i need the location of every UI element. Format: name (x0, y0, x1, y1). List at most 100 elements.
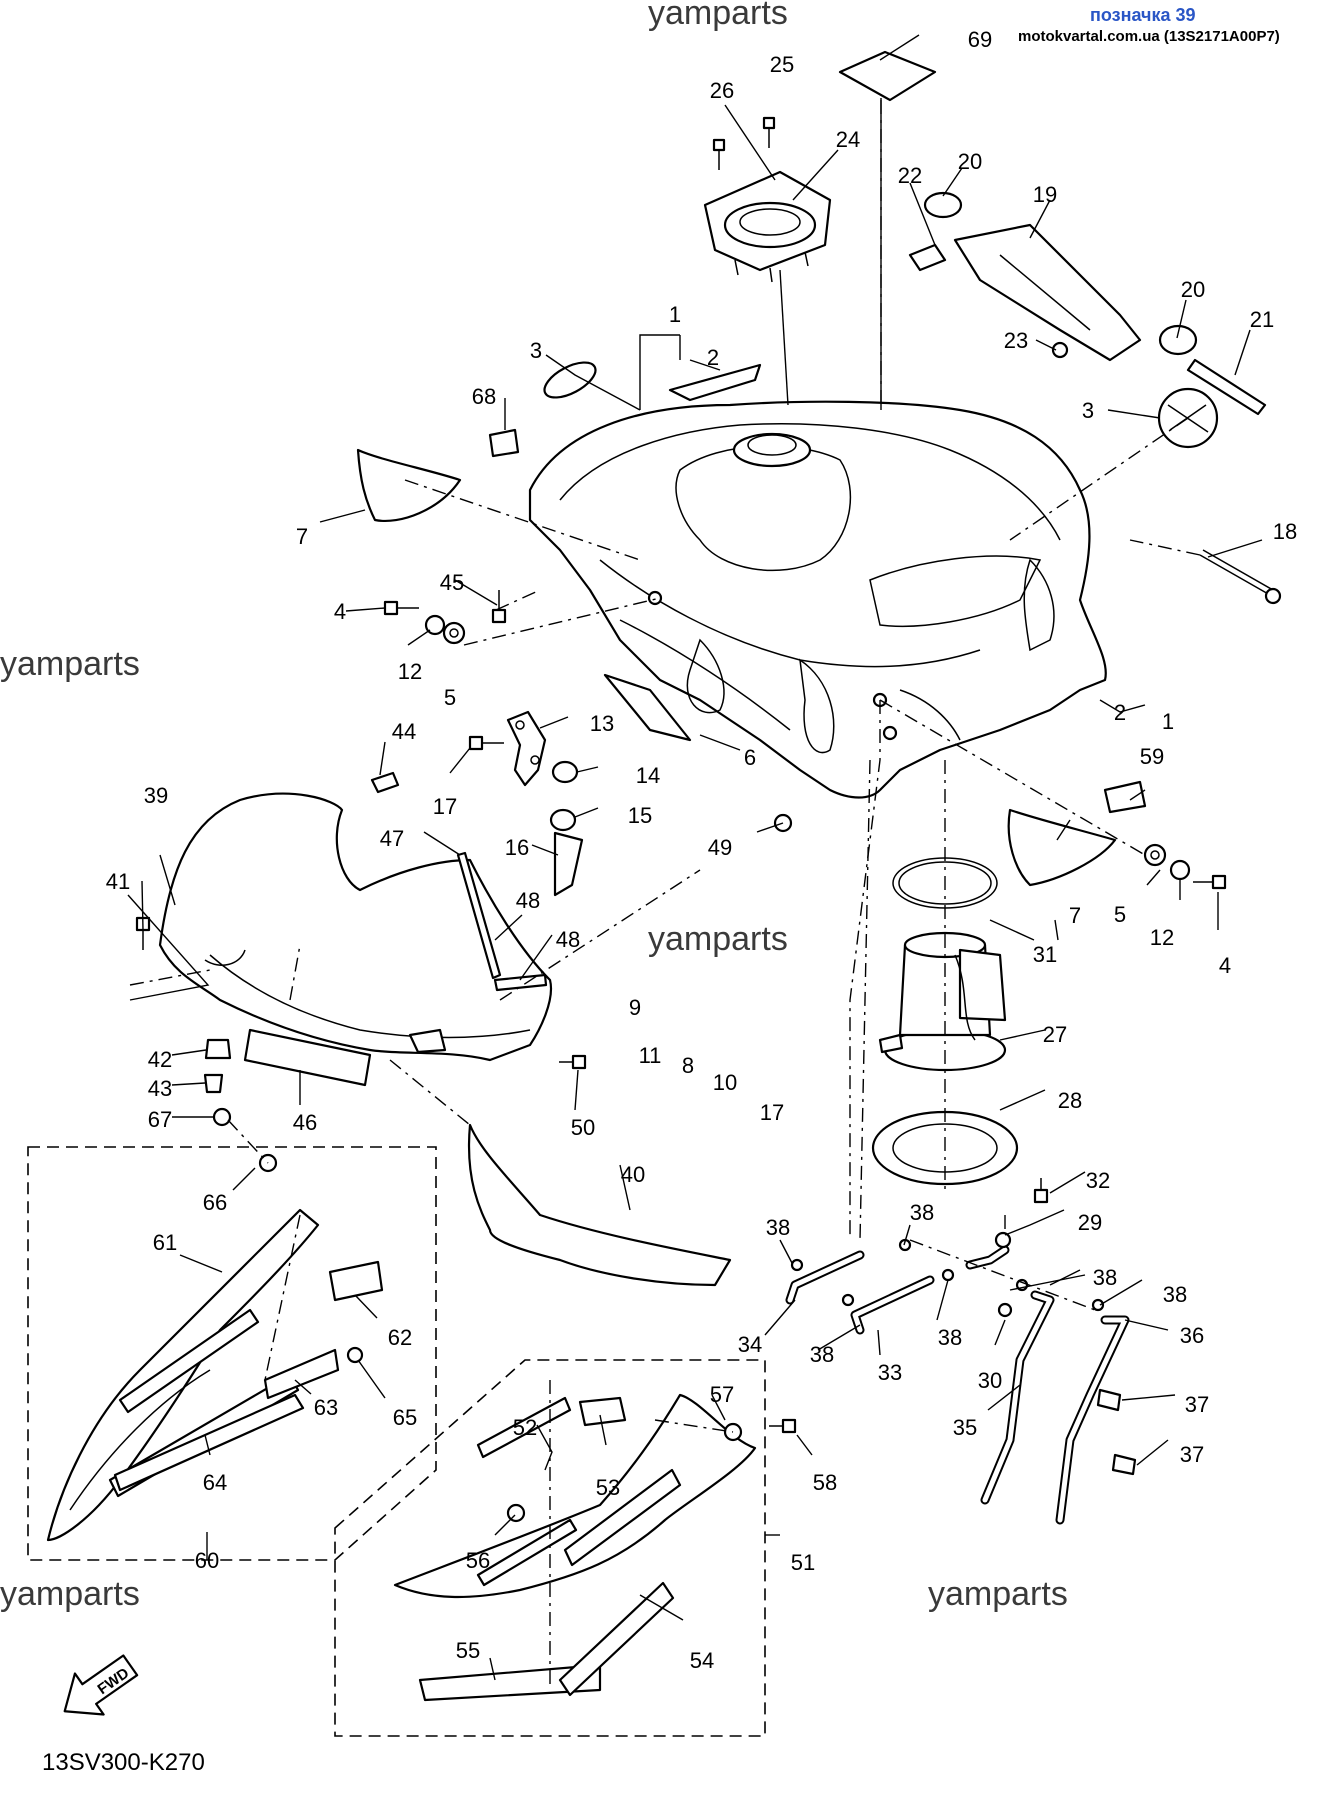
callout-36: 36 (1180, 1323, 1204, 1348)
callout-51: 51 (791, 1550, 815, 1575)
tank-cover-39 (158, 792, 553, 1062)
damper-68 (488, 428, 520, 458)
callout-32: 32 (1086, 1168, 1110, 1193)
group-box-51 (334, 1359, 766, 1737)
callout-3: 3 (530, 338, 542, 363)
callout-12b: 12 (1150, 925, 1174, 950)
callout-6: 6 (744, 745, 756, 770)
callout-38e: 38 (1093, 1265, 1117, 1290)
fitting-37a (1096, 1388, 1122, 1412)
callout-2: 2 (707, 345, 719, 370)
callout-4b: 4 (1219, 953, 1231, 978)
callout-47: 47 (380, 826, 404, 851)
pump-bracket (908, 191, 1198, 362)
callout-5: 5 (444, 685, 456, 710)
callout-7b: 7 (1069, 903, 1081, 928)
fuel-tank (528, 400, 1107, 799)
side-panel-60 (46, 1153, 384, 1542)
callout-3b: 3 (1082, 398, 1094, 423)
callout-1: 1 (669, 302, 681, 327)
cowling-fasteners (135, 916, 587, 1127)
callout-54: 54 (690, 1648, 714, 1673)
callout-58: 58 (813, 1470, 837, 1495)
fuel-pump (878, 931, 1007, 1072)
watermark-center: yamparts (648, 920, 788, 958)
callout-9: 9 (629, 995, 641, 1020)
callout-38f: 38 (1163, 1282, 1187, 1307)
cap-bolts (712, 116, 776, 170)
callout-20: 20 (958, 149, 982, 174)
callout-45: 45 (440, 570, 464, 595)
right-fasteners (1143, 843, 1227, 890)
callout-37b: 37 (1180, 1442, 1204, 1467)
source-label: motokvartal.com.ua (13S2171A00P7) (1018, 28, 1280, 45)
watermark-left: yamparts (0, 645, 140, 683)
callout-2b: 2 (1114, 700, 1126, 725)
watermarks: yamparts yamparts yamparts yamparts yamp… (0, 0, 1068, 1613)
part-callouts: 69 26 25 24 20 22 19 20 21 23 3 1 2 3 68… (106, 27, 1297, 1673)
callout-37: 37 (1185, 1392, 1209, 1417)
strip-47 (456, 851, 502, 980)
callout-5b: 5 (1114, 902, 1126, 927)
filler-neck (732, 432, 812, 468)
callout-4: 4 (334, 599, 346, 624)
fuel-hoses (785, 1245, 1130, 1525)
callout-20b: 20 (1181, 277, 1205, 302)
callout-59: 59 (1140, 744, 1164, 769)
damper-59 (1103, 780, 1147, 814)
callout-60: 60 (195, 1548, 219, 1573)
diagram-code: 13SV300-K270 (42, 1749, 205, 1776)
callout-65: 65 (393, 1405, 417, 1430)
callout-38b: 38 (910, 1200, 934, 1225)
callout-57: 57 (710, 1382, 734, 1407)
callout-56: 56 (466, 1548, 490, 1573)
tank-side-panel (869, 555, 1042, 628)
callout-13: 13 (590, 711, 614, 736)
clip-44 (370, 771, 400, 794)
hose-clamps (790, 1231, 1105, 1318)
callout-38d: 38 (938, 1325, 962, 1350)
callout-28: 28 (1058, 1088, 1082, 1113)
callout-21: 21 (1250, 307, 1274, 332)
callout-14: 14 (636, 763, 660, 788)
callout-34: 34 (738, 1332, 762, 1357)
callout-16: 16 (505, 835, 529, 860)
bolt-32 (1033, 1188, 1049, 1204)
callout-19: 19 (1033, 182, 1057, 207)
callout-15: 15 (628, 803, 652, 828)
bolt-18 (1264, 587, 1282, 605)
group-box-60 (27, 1146, 437, 1561)
callout-35: 35 (953, 1415, 977, 1440)
callout-17: 17 (433, 794, 457, 819)
callout-7: 7 (296, 524, 308, 549)
callout-53: 53 (596, 1475, 620, 1500)
pad-46 (243, 1028, 372, 1087)
callout-67: 67 (148, 1107, 172, 1132)
watermark-top: yamparts (648, 0, 788, 32)
callout-23: 23 (1004, 328, 1028, 353)
callout-49: 49 (708, 835, 732, 860)
callout-18: 18 (1273, 519, 1297, 544)
callout-43: 43 (148, 1076, 172, 1101)
callout-11: 11 (639, 1043, 662, 1068)
callout-66: 66 (203, 1190, 227, 1215)
callout-27: 27 (1043, 1022, 1067, 1047)
callout-26: 26 (710, 78, 734, 103)
reference-label[interactable]: позначка 39 (1090, 5, 1196, 25)
watermark-bottom-right: yamparts (928, 1575, 1068, 1613)
callout-68: 68 (472, 384, 496, 409)
callout-8: 8 (682, 1053, 694, 1078)
callout-41: 41 (106, 869, 130, 894)
watermark-bottom-left: yamparts (0, 1575, 140, 1613)
leader-lines (127, 34, 1263, 1681)
callout-10: 10 (713, 1070, 737, 1095)
callout-42: 42 (148, 1047, 172, 1072)
panel-6 (603, 673, 692, 742)
rod (1186, 358, 1267, 416)
forward-arrow-icon: FWD (63, 1654, 139, 1716)
alignment-lines (129, 100, 1201, 1690)
callout-38c: 38 (810, 1342, 834, 1367)
callout-63: 63 (314, 1395, 338, 1420)
callout-25: 25 (770, 52, 794, 77)
